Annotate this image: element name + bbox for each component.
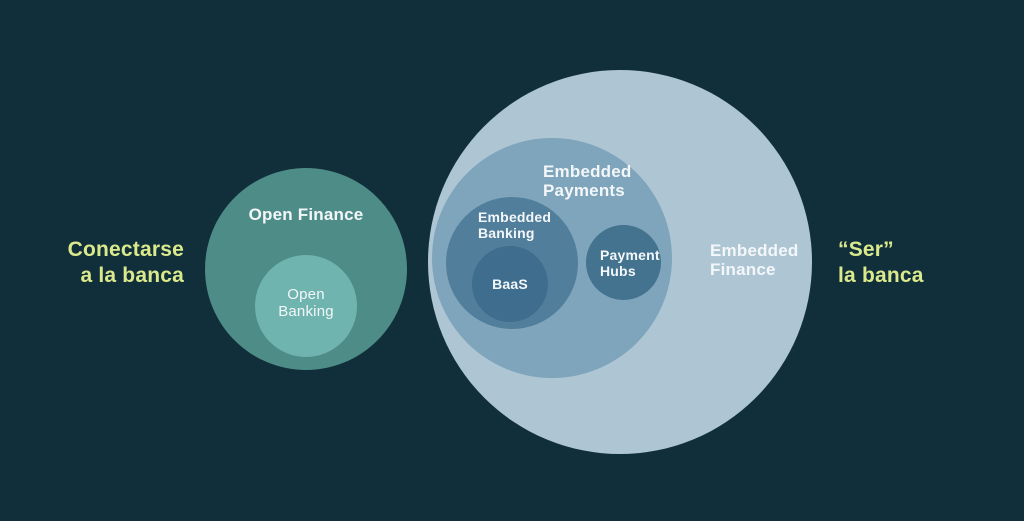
- open-banking-circle: [255, 255, 357, 357]
- right-caption: “Ser” la banca: [838, 238, 924, 288]
- payment-hubs-circle: [586, 225, 661, 300]
- embedded-banking-label: Embedded Banking: [478, 209, 552, 241]
- payment-hubs-label: Payment Hubs: [600, 247, 660, 279]
- baas-circle: [472, 246, 548, 322]
- baas-label: BaaS: [492, 276, 528, 292]
- embedded-payments-label: Embedded Payments: [543, 162, 632, 200]
- embedded-finance-label: Embedded Finance: [710, 241, 799, 279]
- open-banking-label: Open Banking: [278, 286, 334, 320]
- open-finance-label: Open Finance: [248, 205, 364, 224]
- left-caption: Conectarse a la banca: [67, 238, 184, 288]
